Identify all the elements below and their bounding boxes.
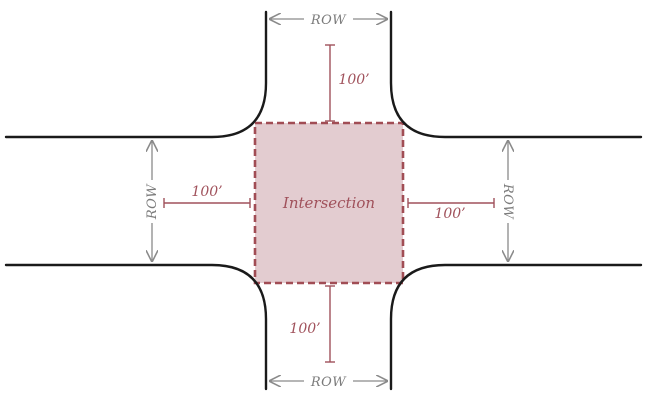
distance-label-left: 100’	[191, 184, 222, 200]
distance-lines	[163, 44, 495, 363]
road-edge-bottom-left	[4, 263, 268, 391]
row-arrows	[152, 19, 508, 381]
distance-label-right: 100’	[434, 206, 465, 222]
distance-label-bottom: 100’	[289, 321, 320, 337]
row-label-left: ROW	[145, 183, 160, 220]
row-label-bottom: ROW	[310, 375, 347, 390]
road-edges	[4, 10, 643, 391]
intersection-label: Intersection	[282, 194, 375, 212]
row-label-top: ROW	[310, 13, 347, 28]
road-edge-bottom-right	[389, 263, 643, 391]
intersection-area	[253, 121, 405, 285]
row-label-right: ROW	[500, 183, 515, 220]
road-edge-top-left	[4, 10, 268, 139]
road-edge-top-right	[389, 10, 643, 139]
distance-label-top: 100’	[338, 72, 369, 88]
